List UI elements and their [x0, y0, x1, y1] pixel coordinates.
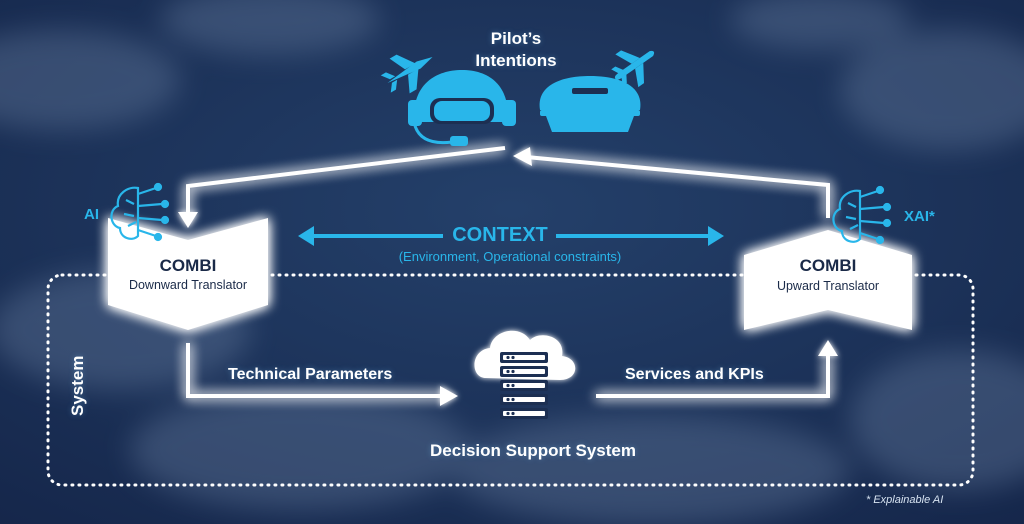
- airplane-icon: [611, 50, 655, 88]
- context-subtitle: (Environment, Operational constraints): [398, 249, 622, 264]
- pilot-helmet-icon: [408, 70, 516, 146]
- context-arrow-left: [298, 226, 314, 246]
- downward-translator-title: COMBI: [159, 256, 217, 275]
- xai-badge: XAI*: [904, 208, 935, 225]
- footnote: * Explainable AI: [866, 494, 944, 506]
- downward-translator-subtitle: Downward Translator: [128, 278, 248, 292]
- arrowheads: [178, 147, 838, 406]
- technical-parameters-label: Technical Parameters: [228, 366, 393, 383]
- pilot-cap-icon: [539, 76, 641, 132]
- xai-brain-icon: [832, 185, 892, 245]
- arrow-down-left: [178, 212, 198, 228]
- upward-translator-title: COMBI: [799, 256, 857, 275]
- upward-translator-subtitle: Upward Translator: [776, 279, 880, 293]
- cloud-server-icon: [474, 330, 576, 419]
- system-label: System: [68, 355, 87, 416]
- arrow-up-right: [818, 340, 838, 356]
- feedback-loop-lines: [186, 146, 830, 398]
- arrow-to-dss: [440, 386, 458, 406]
- ai-brain-icon: [110, 182, 170, 242]
- arrow-to-pilot: [513, 147, 532, 166]
- services-kpis-label: Services and KPIs: [625, 366, 764, 383]
- fighter-jet-icon: [380, 54, 433, 94]
- downward-translator-box: [108, 218, 268, 330]
- pilot-label-line2: Intentions: [475, 51, 557, 70]
- pilot-intentions-label: Pilot’s Intentions: [466, 28, 566, 72]
- upward-translator-box: [744, 230, 912, 330]
- context-title: CONTEXT: [452, 224, 548, 246]
- context-arrow-right: [708, 226, 724, 246]
- pilot-label-line1: Pilot’s: [490, 29, 542, 48]
- decision-support-label: Decision Support System: [430, 441, 636, 460]
- system-boundary: [46, 273, 975, 487]
- ai-badge: AI: [84, 206, 99, 223]
